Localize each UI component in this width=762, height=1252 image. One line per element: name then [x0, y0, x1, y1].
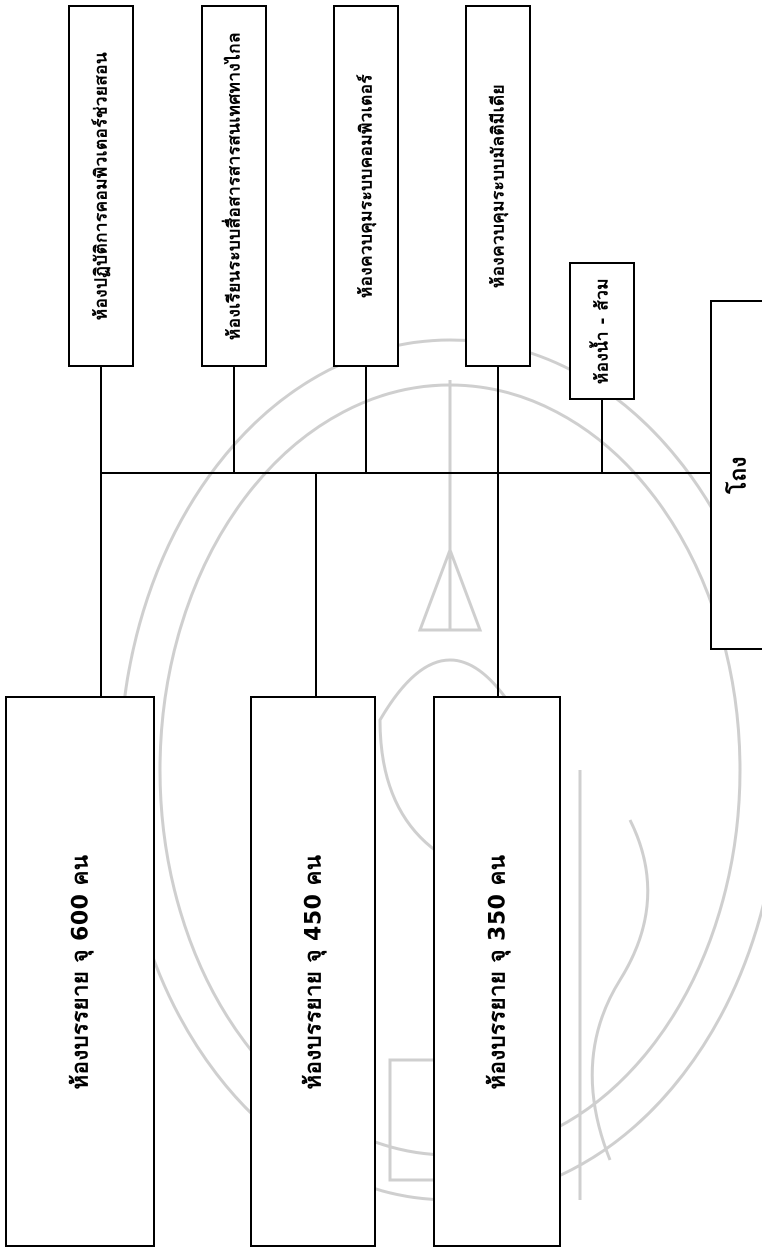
- room-box-computer-lab: ห้องปฏิบัติการคอมพิวเตอร์ช่วยสอน: [68, 5, 134, 367]
- connector-bottom-1: [100, 474, 102, 696]
- connector-top-4: [497, 367, 499, 472]
- room-label-distance-learning: ห้องเรียนระบบสื่อสารสารสนเทศทางไกล: [224, 32, 245, 340]
- lecture-room-label-450: ห้องบรรยาย จุ 450 คน: [301, 854, 327, 1089]
- room-box-distance-learning: ห้องเรียนระบบสื่อสารสารสนเทศทางไกล: [201, 5, 267, 367]
- room-label-computer-lab: ห้องปฏิบัติการคอมพิวเตอร์ช่วยสอน: [91, 51, 112, 321]
- corridor-box: โถง: [710, 300, 762, 650]
- connector-restroom: [601, 400, 603, 472]
- lecture-room-box-350: ห้องบรรยาย จุ 350 คน: [433, 696, 561, 1247]
- room-label-restroom: ห้องน้ำ - ส้วม: [592, 278, 613, 384]
- lecture-room-label-350: ห้องบรรยาย จุ 350 คน: [485, 854, 511, 1089]
- room-label-computer-control: ห้องควบคุมระบบคอมพิวเตอร์: [356, 73, 377, 299]
- main-corridor-line: [100, 472, 710, 474]
- university-seal-watermark: [118, 338, 762, 1202]
- room-box-computer-control: ห้องควบคุมระบบคอมพิวเตอร์: [333, 5, 399, 367]
- lecture-room-box-600: ห้องบรรยาย จุ 600 คน: [5, 696, 155, 1247]
- lecture-room-box-450: ห้องบรรยาย จุ 450 คน: [250, 696, 376, 1247]
- room-box-restroom: ห้องน้ำ - ส้วม: [569, 262, 635, 400]
- connector-bottom-2: [315, 474, 317, 696]
- connector-top-1: [100, 367, 102, 472]
- lecture-room-label-600: ห้องบรรยาย จุ 600 คน: [68, 854, 94, 1089]
- room-label-multimedia-control: ห้องควบคุมระบบมัลติมีเดีย: [488, 83, 509, 289]
- connector-bottom-3: [497, 474, 499, 696]
- room-box-multimedia-control: ห้องควบคุมระบบมัลติมีเดีย: [465, 5, 531, 367]
- connector-top-3: [365, 367, 367, 472]
- corridor-label: โถง: [726, 456, 752, 494]
- connector-top-2: [233, 367, 235, 472]
